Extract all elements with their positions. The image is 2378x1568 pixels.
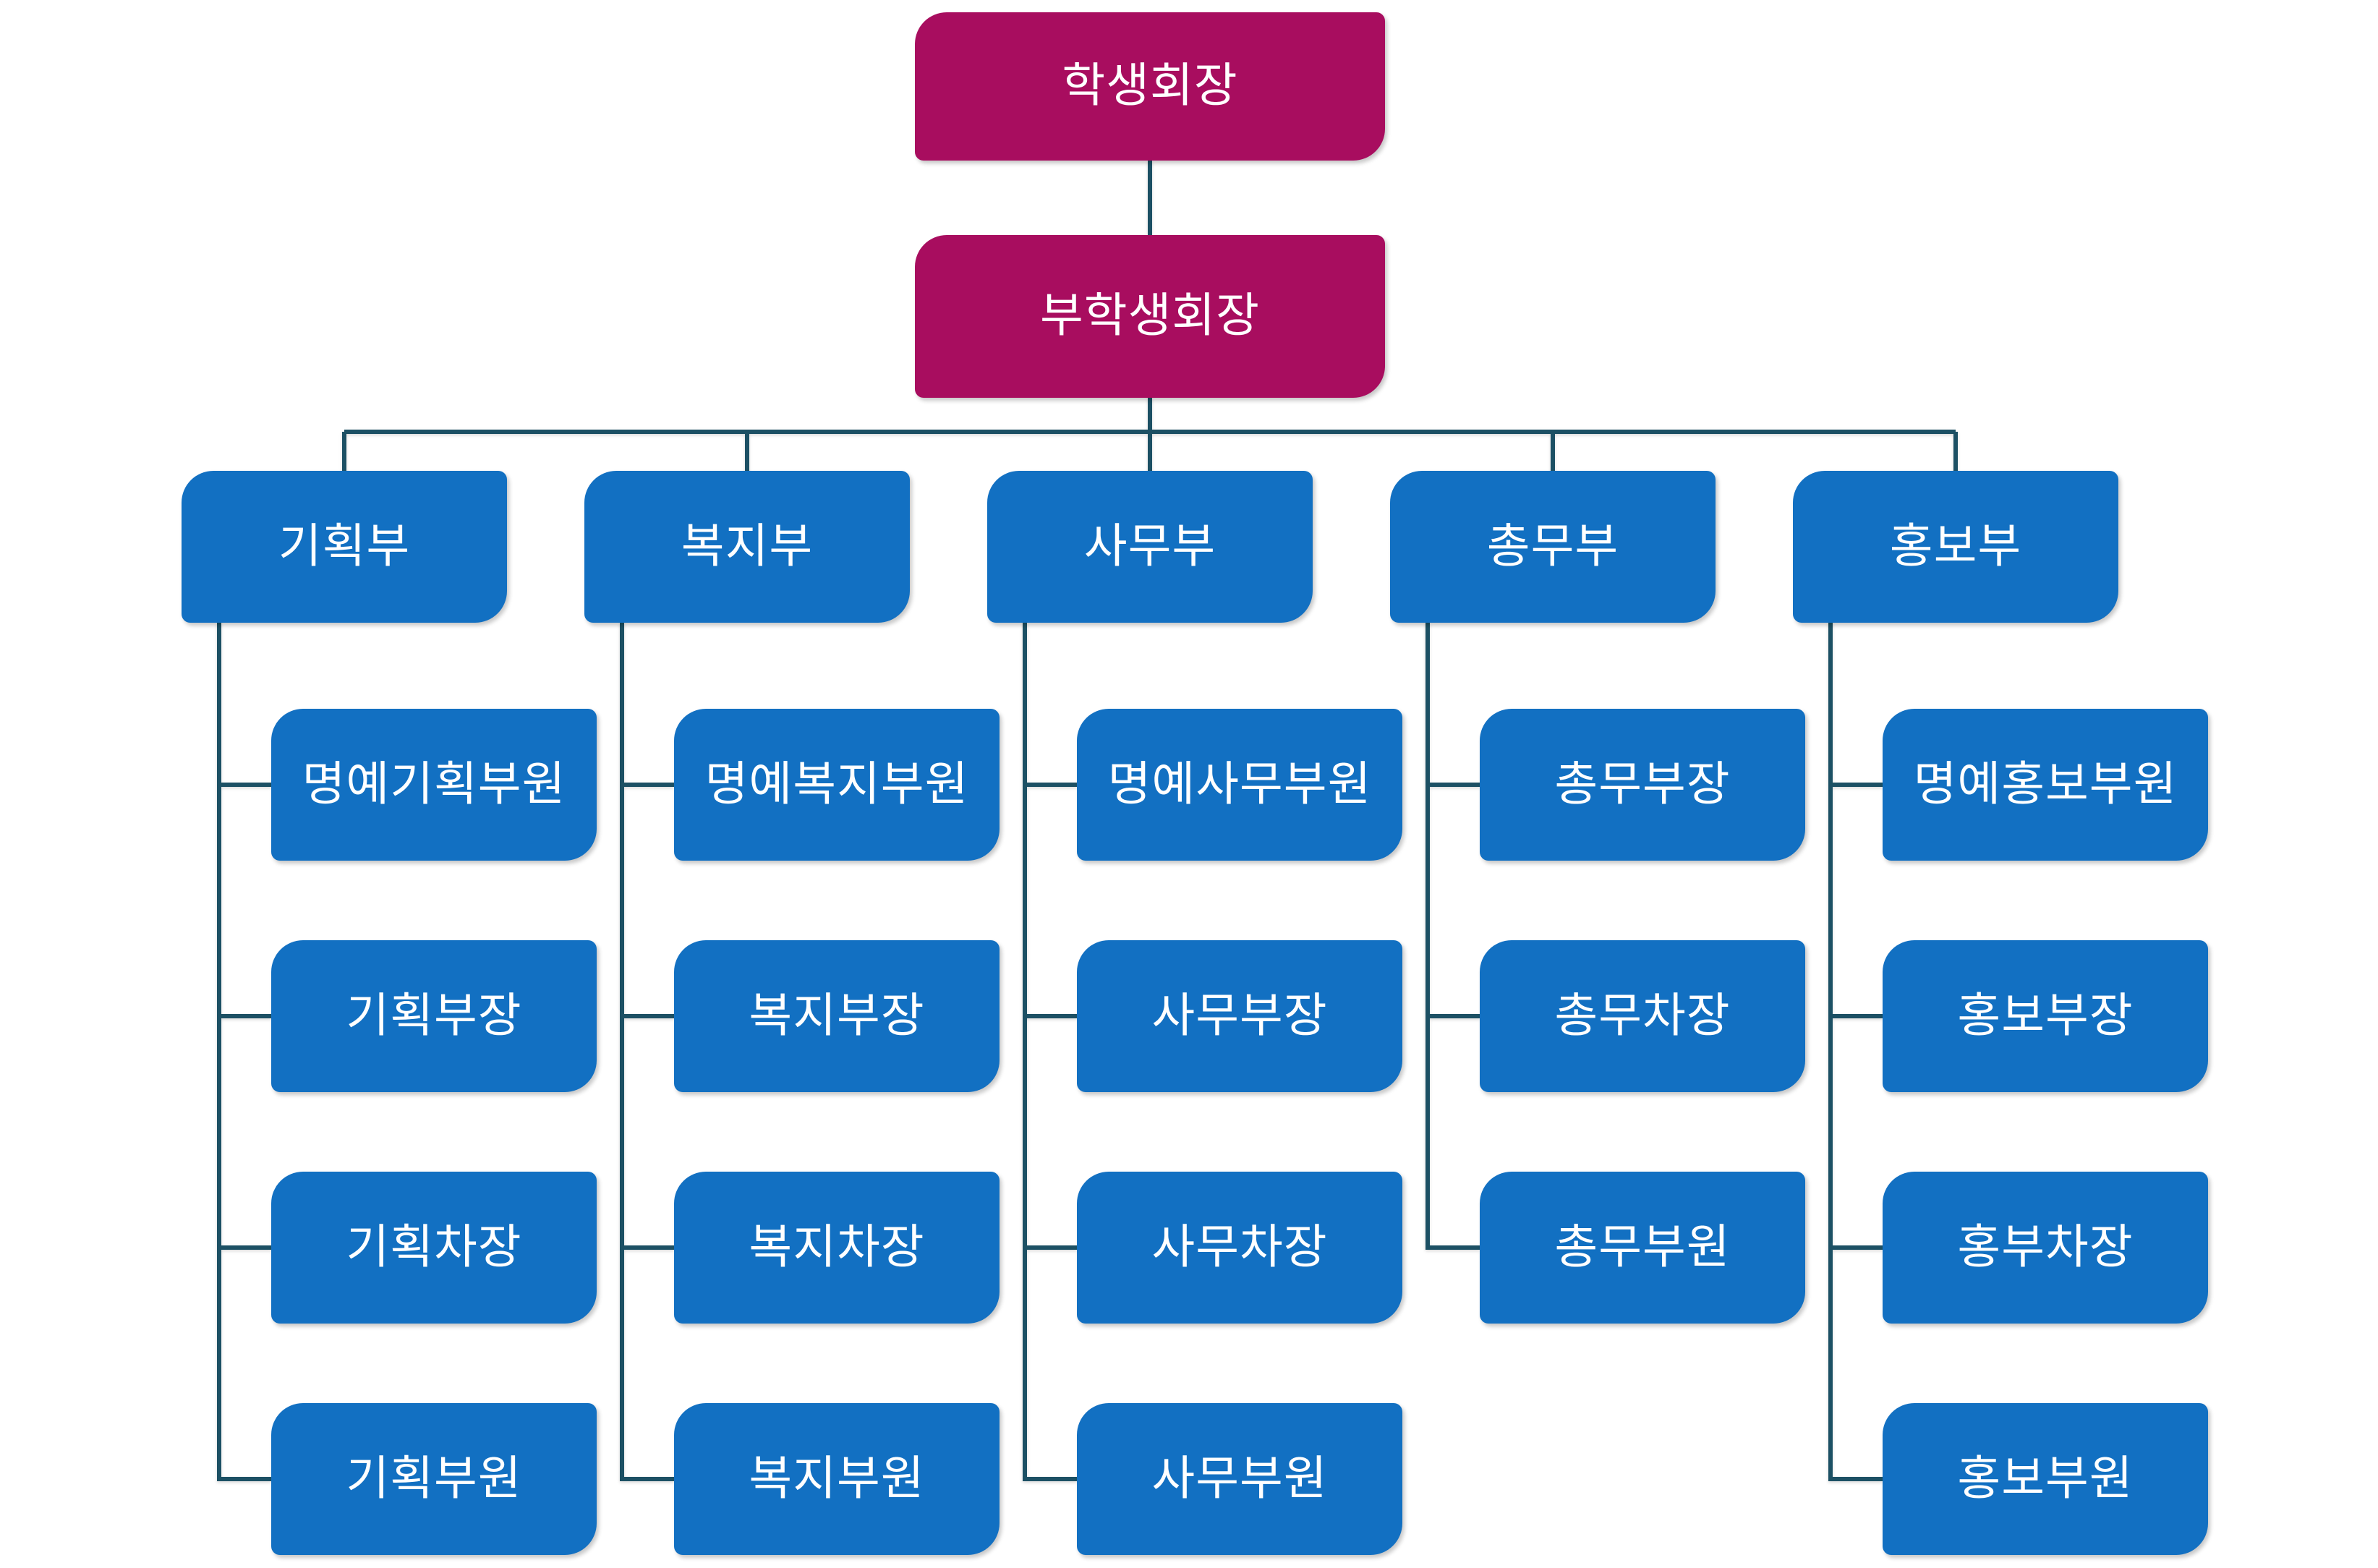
child-box-5-3: 홍부차장 [1883,1172,2208,1324]
node-label: 기획부원 [346,1451,522,1504]
child-box-3-1: 명예사무부원 [1077,709,1402,861]
node-label: 부학생회장 [1039,289,1260,341]
node-label: 복지부장 [749,988,925,1041]
child-box-1-1: 명예기획부원 [271,709,597,861]
child-box-3-2: 사무부장 [1077,940,1402,1092]
node-label: 총무차장 [1554,988,1731,1041]
child-box-2-4: 복지부원 [674,1403,1000,1555]
department-box-4: 총무부 [1390,471,1716,623]
node-label: 명예사무부원 [1107,757,1372,810]
child-box-2-3: 복지차장 [674,1172,1000,1324]
child-box-1-3: 기획차장 [271,1172,597,1324]
child-box-2-2: 복지부장 [674,940,1000,1092]
node-label: 사무부장 [1151,988,1328,1041]
node-label: 복지차장 [749,1219,925,1273]
child-box-5-2: 홍보부장 [1883,940,2208,1092]
node-label: 명예복지부원 [704,757,969,810]
child-box-3-4: 사무부원 [1077,1403,1402,1555]
department-box-1: 기획부 [182,471,507,623]
node-label: 사무부 [1083,519,1216,572]
node-label: 홍보부원 [1957,1451,2134,1504]
department-box-5: 홍보부 [1793,471,2118,623]
node-label: 사무차장 [1151,1219,1328,1273]
node-label: 명예홍보부원 [1913,757,2178,810]
node-label: 기획부장 [346,988,522,1041]
department-box-2: 복지부 [584,471,910,623]
child-box-4-1: 총무부장 [1480,709,1805,861]
child-box-1-2: 기획부장 [271,940,597,1092]
child-box-4-3: 총무부원 [1480,1172,1805,1324]
node-vice-student-council-president: 부학생회장 [915,235,1385,398]
child-box-3-3: 사무차장 [1077,1172,1402,1324]
node-label: 홍보부장 [1957,988,2134,1041]
node-label: 복지부원 [749,1451,925,1504]
node-student-council-president: 학생회장 [915,12,1385,161]
child-box-2-1: 명예복지부원 [674,709,1000,861]
department-box-3: 사무부 [987,471,1313,623]
child-box-4-2: 총무차장 [1480,940,1805,1092]
node-label: 학생회장 [1062,59,1238,111]
node-label: 명예기획부원 [302,757,566,810]
node-label: 사무부원 [1151,1451,1328,1504]
node-label: 홍보부 [1889,519,2022,572]
child-box-5-1: 명예홍보부원 [1883,709,2208,861]
node-label: 총무부원 [1554,1219,1731,1273]
node-label: 홍부차장 [1957,1219,2134,1273]
node-label: 기획부 [278,519,411,572]
node-label: 복지부 [681,519,814,572]
node-label: 기획차장 [346,1219,522,1273]
node-label: 총무부 [1486,519,1619,572]
child-box-5-4: 홍보부원 [1883,1403,2208,1555]
node-label: 총무부장 [1554,757,1731,810]
child-box-1-4: 기획부원 [271,1403,597,1555]
